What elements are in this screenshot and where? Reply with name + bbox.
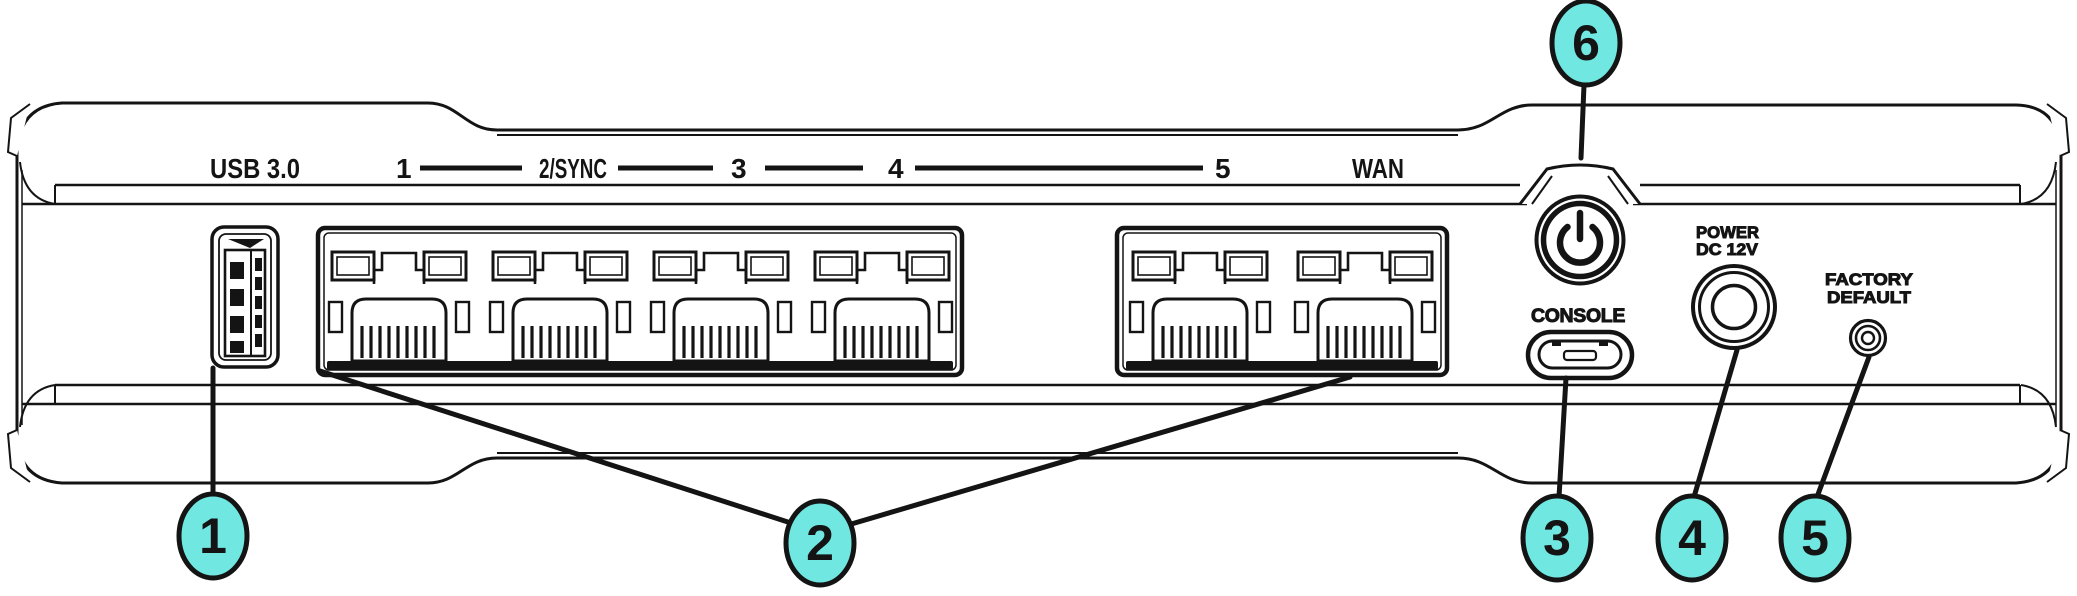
corner-arc-top-right [2020, 161, 2057, 205]
callout-6: 6 [1549, 0, 1623, 88]
callout-1-number: 1 [199, 508, 227, 564]
callout-6-number: 6 [1572, 15, 1600, 71]
port1-label: 1 [396, 153, 412, 184]
power-label-line1: POWER [1696, 223, 1759, 242]
callout-5: 5 [1778, 493, 1852, 583]
leader-line-2-left [317, 368, 797, 527]
bevel-facet-top-left [6, 103, 31, 157]
leader-line-2-right [845, 374, 1353, 528]
wan-port-block [1114, 225, 1450, 378]
leader-line-6 [1578, 82, 1587, 161]
callout-3: 3 [1520, 493, 1594, 583]
console-port-nub-left [1552, 341, 1561, 346]
corner-arc-top-left [19, 161, 56, 205]
console-port: CONSOLE [1525, 306, 1635, 381]
callout-leader-lines [210, 82, 1872, 528]
factory-label-line2: DEFAULT [1827, 288, 1912, 307]
console-port-slot [1562, 349, 1598, 362]
usb-port-top-shadow [228, 239, 264, 248]
usb-contacts [230, 258, 262, 353]
wan-label: WAN [1352, 153, 1404, 184]
leader-line-5 [1814, 354, 1872, 500]
corner-arc-bottom-right [2020, 384, 2057, 428]
usb-label: USB 3.0 [210, 153, 300, 184]
usb-port [210, 225, 280, 369]
port4-label: 4 [888, 153, 904, 184]
console-label: CONSOLE [1531, 306, 1625, 327]
power-button-cradle-ticks [1531, 175, 1629, 205]
callout-3-number: 3 [1543, 510, 1571, 566]
band-step-ticks [54, 185, 2021, 404]
port-label-row: USB 3.0 1 2/SYNC 3 4 5 WAN [210, 153, 1404, 184]
dc-power-jack: POWER DC 12V [1691, 223, 1777, 350]
lan-block-bottom-band [327, 361, 953, 370]
leader-line-3 [1556, 375, 1569, 500]
bevel-facet-top-right [2046, 103, 2071, 157]
power-button [1518, 163, 1642, 286]
port3-label: 3 [731, 153, 747, 184]
side-edge-inner-lines [21, 170, 2057, 425]
factory-default-button: FACTORY DEFAULT [1825, 270, 1914, 358]
callout-5-number: 5 [1801, 510, 1829, 566]
power-button-cradle [1518, 163, 1642, 205]
callout-4-number: 4 [1678, 510, 1706, 566]
callout-4: 4 [1655, 493, 1729, 583]
factory-label-line1: FACTORY [1825, 270, 1914, 289]
lan-port-block [315, 225, 965, 378]
leader-line-4 [1691, 347, 1740, 500]
console-port-nub-right [1599, 341, 1608, 346]
callout-1: 1 [176, 491, 250, 581]
callout-2: 2 [783, 498, 857, 588]
bevel-facet-bottom-right [2046, 429, 2071, 483]
wan-block-bottom-band [1126, 361, 1438, 370]
power-label-line2: DC 12V [1696, 240, 1759, 259]
callout-2-number: 2 [806, 515, 834, 571]
port2-label: 2/SYNC [539, 153, 607, 184]
callout-balloons: 6 1 2 3 4 5 [176, 0, 1852, 588]
power-icon [1556, 209, 1604, 266]
corner-arc-bottom-left [19, 384, 56, 428]
port5-label: 5 [1215, 153, 1231, 184]
bevel-facet-bottom-left [6, 429, 31, 483]
